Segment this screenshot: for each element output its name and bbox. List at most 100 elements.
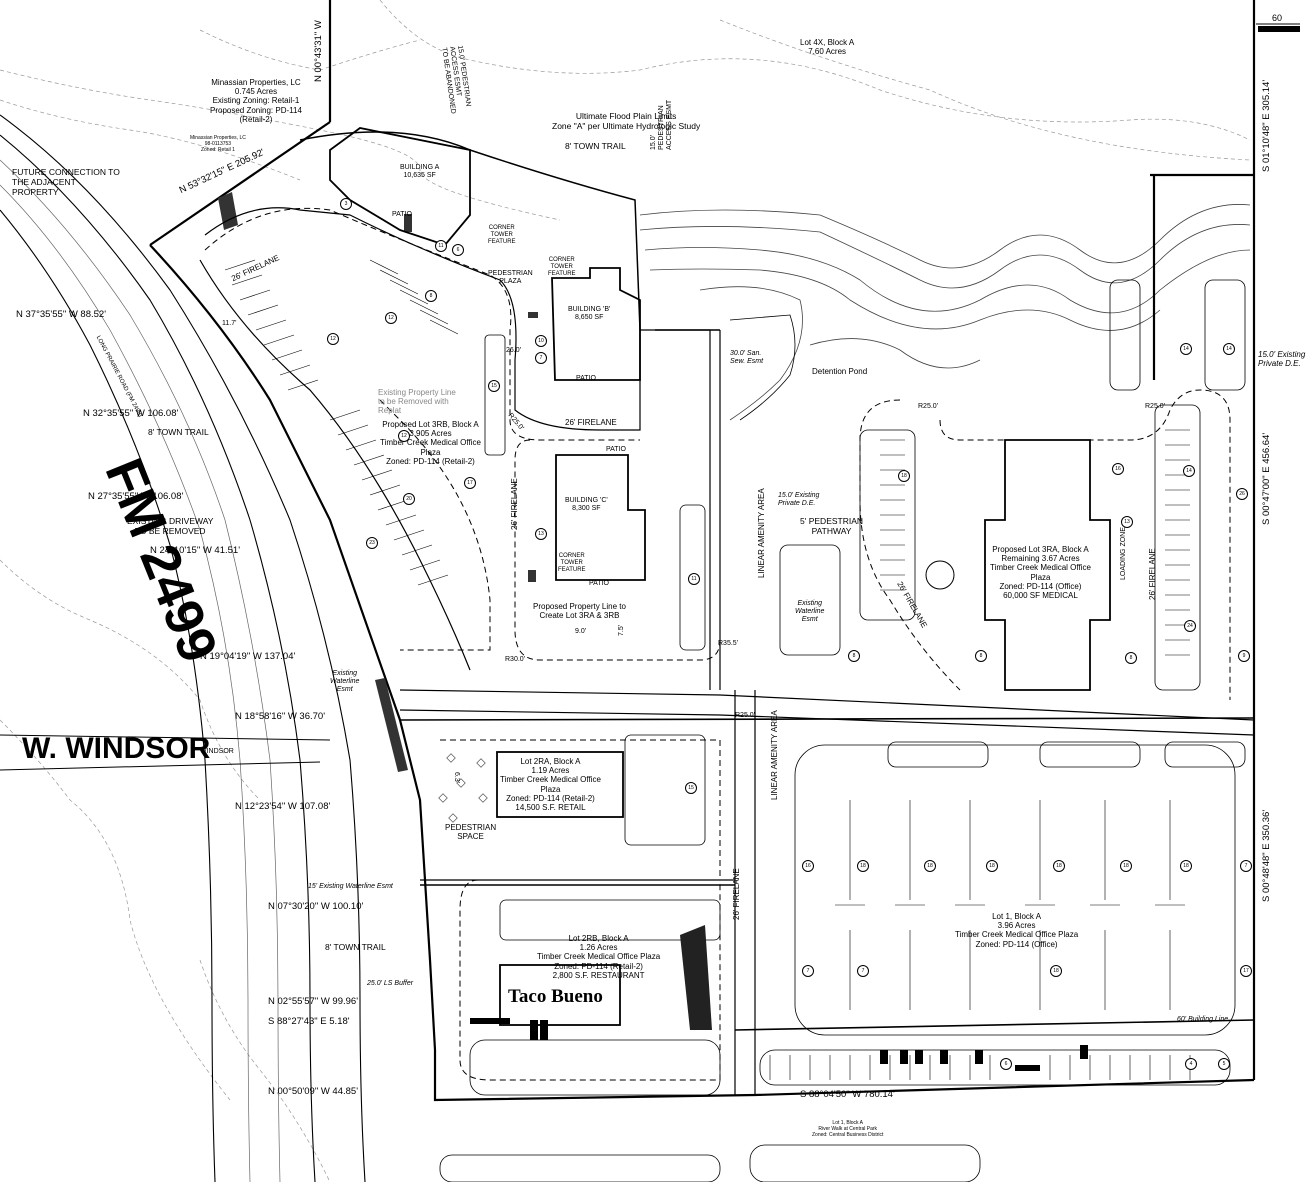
patio-label-c1: PATIO bbox=[606, 446, 626, 453]
space-count-badge: 8 bbox=[425, 290, 437, 302]
space-count-badge: 12 bbox=[385, 312, 397, 324]
contour-lines bbox=[0, 0, 1251, 1182]
bearing-b6: N 18°58'16" W 36.70' bbox=[235, 711, 326, 722]
bearing-b9: N 02°55'57" W 99.96' bbox=[268, 996, 359, 1007]
space-count-badge: 15 bbox=[685, 782, 697, 794]
space-count-badge: 18 bbox=[924, 860, 936, 872]
detention-pond-label: Detention Pond bbox=[812, 367, 868, 376]
bearing-b3: N 27°35'55" W 106.08' bbox=[88, 491, 184, 502]
flood-plain-lines bbox=[639, 204, 1251, 421]
accessible-stalls bbox=[470, 925, 1088, 1071]
building-c-label: BUILDING 'C'8,300 SF bbox=[565, 497, 608, 513]
space-count-badge: 8 bbox=[1125, 652, 1137, 664]
building-line-note: 60' Building Line bbox=[1177, 1016, 1229, 1023]
space-count-badge: 9 bbox=[1238, 650, 1250, 662]
space-count-badge: 8 bbox=[975, 650, 987, 662]
space-count-badge: 7 bbox=[535, 352, 547, 364]
space-count-badge: 6 bbox=[452, 244, 464, 256]
san-sew-note: 30.0' San.Sew. Esmt bbox=[730, 350, 764, 366]
space-count-badge: 26 bbox=[1236, 488, 1248, 500]
space-count-badge: 20 bbox=[403, 493, 415, 505]
building-b-label: BUILDING 'B'8,650 SF bbox=[568, 306, 611, 322]
linear-amenity-2: LINEAR AMENITY AREA bbox=[770, 710, 779, 800]
space-count-badge: 18 bbox=[1180, 860, 1192, 872]
firelane-label-mid: 26' FIRELANE bbox=[565, 418, 617, 427]
building-a-footprint bbox=[329, 127, 471, 247]
property-boundary bbox=[149, 0, 1256, 1102]
town-trail bbox=[299, 131, 641, 331]
space-count-badge: 5 bbox=[1218, 1058, 1230, 1070]
space-count-badge: 13 bbox=[1121, 516, 1133, 528]
space-count-badge: 16 bbox=[802, 860, 814, 872]
building-b-footprint bbox=[551, 267, 641, 381]
medical-building-footprint bbox=[984, 439, 1111, 691]
space-count-badge: 7 bbox=[802, 965, 814, 977]
building-c-footprint bbox=[555, 454, 646, 581]
firelane-outlines bbox=[204, 207, 1231, 1081]
taco-bueno-footprint bbox=[499, 964, 621, 1026]
space-count-badge: 18 bbox=[986, 860, 998, 872]
scale-label: 60 bbox=[1272, 13, 1283, 23]
firelane-label-low: 26' FIRELANE bbox=[732, 868, 741, 920]
drive-aisles bbox=[199, 207, 1255, 1095]
windsor-small-label: WINDSOR bbox=[200, 748, 234, 755]
patio-label-c2: PATIO bbox=[589, 580, 609, 587]
waterline-15-note: 15' Existing Waterline Esmt bbox=[308, 883, 393, 890]
space-count-badge: 11 bbox=[688, 573, 700, 585]
space-count-badge: 14 bbox=[1223, 343, 1235, 355]
dim-63: 6.3' bbox=[453, 772, 460, 784]
windsor-label: W. WINDSOR bbox=[22, 732, 211, 765]
space-count-badge: 24 bbox=[1184, 620, 1196, 632]
space-count-badge: 17 bbox=[1240, 965, 1252, 977]
parking-stalls bbox=[224, 259, 1191, 1080]
bearing-south: S 88°04'50" W 780.14' bbox=[800, 1089, 895, 1100]
space-count-badge: 14 bbox=[1183, 465, 1195, 477]
bearing-b8: N 07°30'20" W 100.10' bbox=[268, 901, 364, 912]
firelane-label-right: 26' FIRELANE bbox=[1148, 548, 1157, 600]
firelane-label-c: 26' FIRELANE bbox=[510, 478, 519, 530]
bearing-b10: S 88°27'43" E 5.18' bbox=[268, 1016, 350, 1027]
scale-bar bbox=[1256, 23, 1300, 32]
bearing-top-west: N 00°43'31" W bbox=[313, 20, 324, 82]
space-count-badge: 18 bbox=[1050, 965, 1062, 977]
taco-bueno-label: Taco Bueno bbox=[508, 986, 603, 1007]
space-count-badge: 10 bbox=[535, 335, 547, 347]
space-count-badge: 18 bbox=[1120, 860, 1132, 872]
space-count-badge: 4 bbox=[1185, 1058, 1197, 1070]
space-count-badge: 7 bbox=[857, 965, 869, 977]
bearing-b11: N 00°50'09" W 44.85' bbox=[268, 1086, 359, 1097]
pedestrian-space-markers bbox=[438, 753, 488, 823]
space-count-badge: 18 bbox=[857, 860, 869, 872]
patio-label-a: PATIO bbox=[392, 211, 412, 218]
space-count-badge: 12 bbox=[398, 430, 410, 442]
bearing-b7: N 12°23'54" W 107.08' bbox=[235, 801, 331, 812]
town-trail-top: 8' TOWN TRAIL bbox=[565, 141, 626, 151]
dim-r30: R30.0' bbox=[505, 656, 526, 663]
space-count-badge: 8 bbox=[848, 650, 860, 662]
space-count-badge: 16 bbox=[1112, 463, 1124, 475]
dim-r35a: R35.5' bbox=[718, 640, 739, 647]
dim-26: 26.0' bbox=[506, 347, 521, 354]
